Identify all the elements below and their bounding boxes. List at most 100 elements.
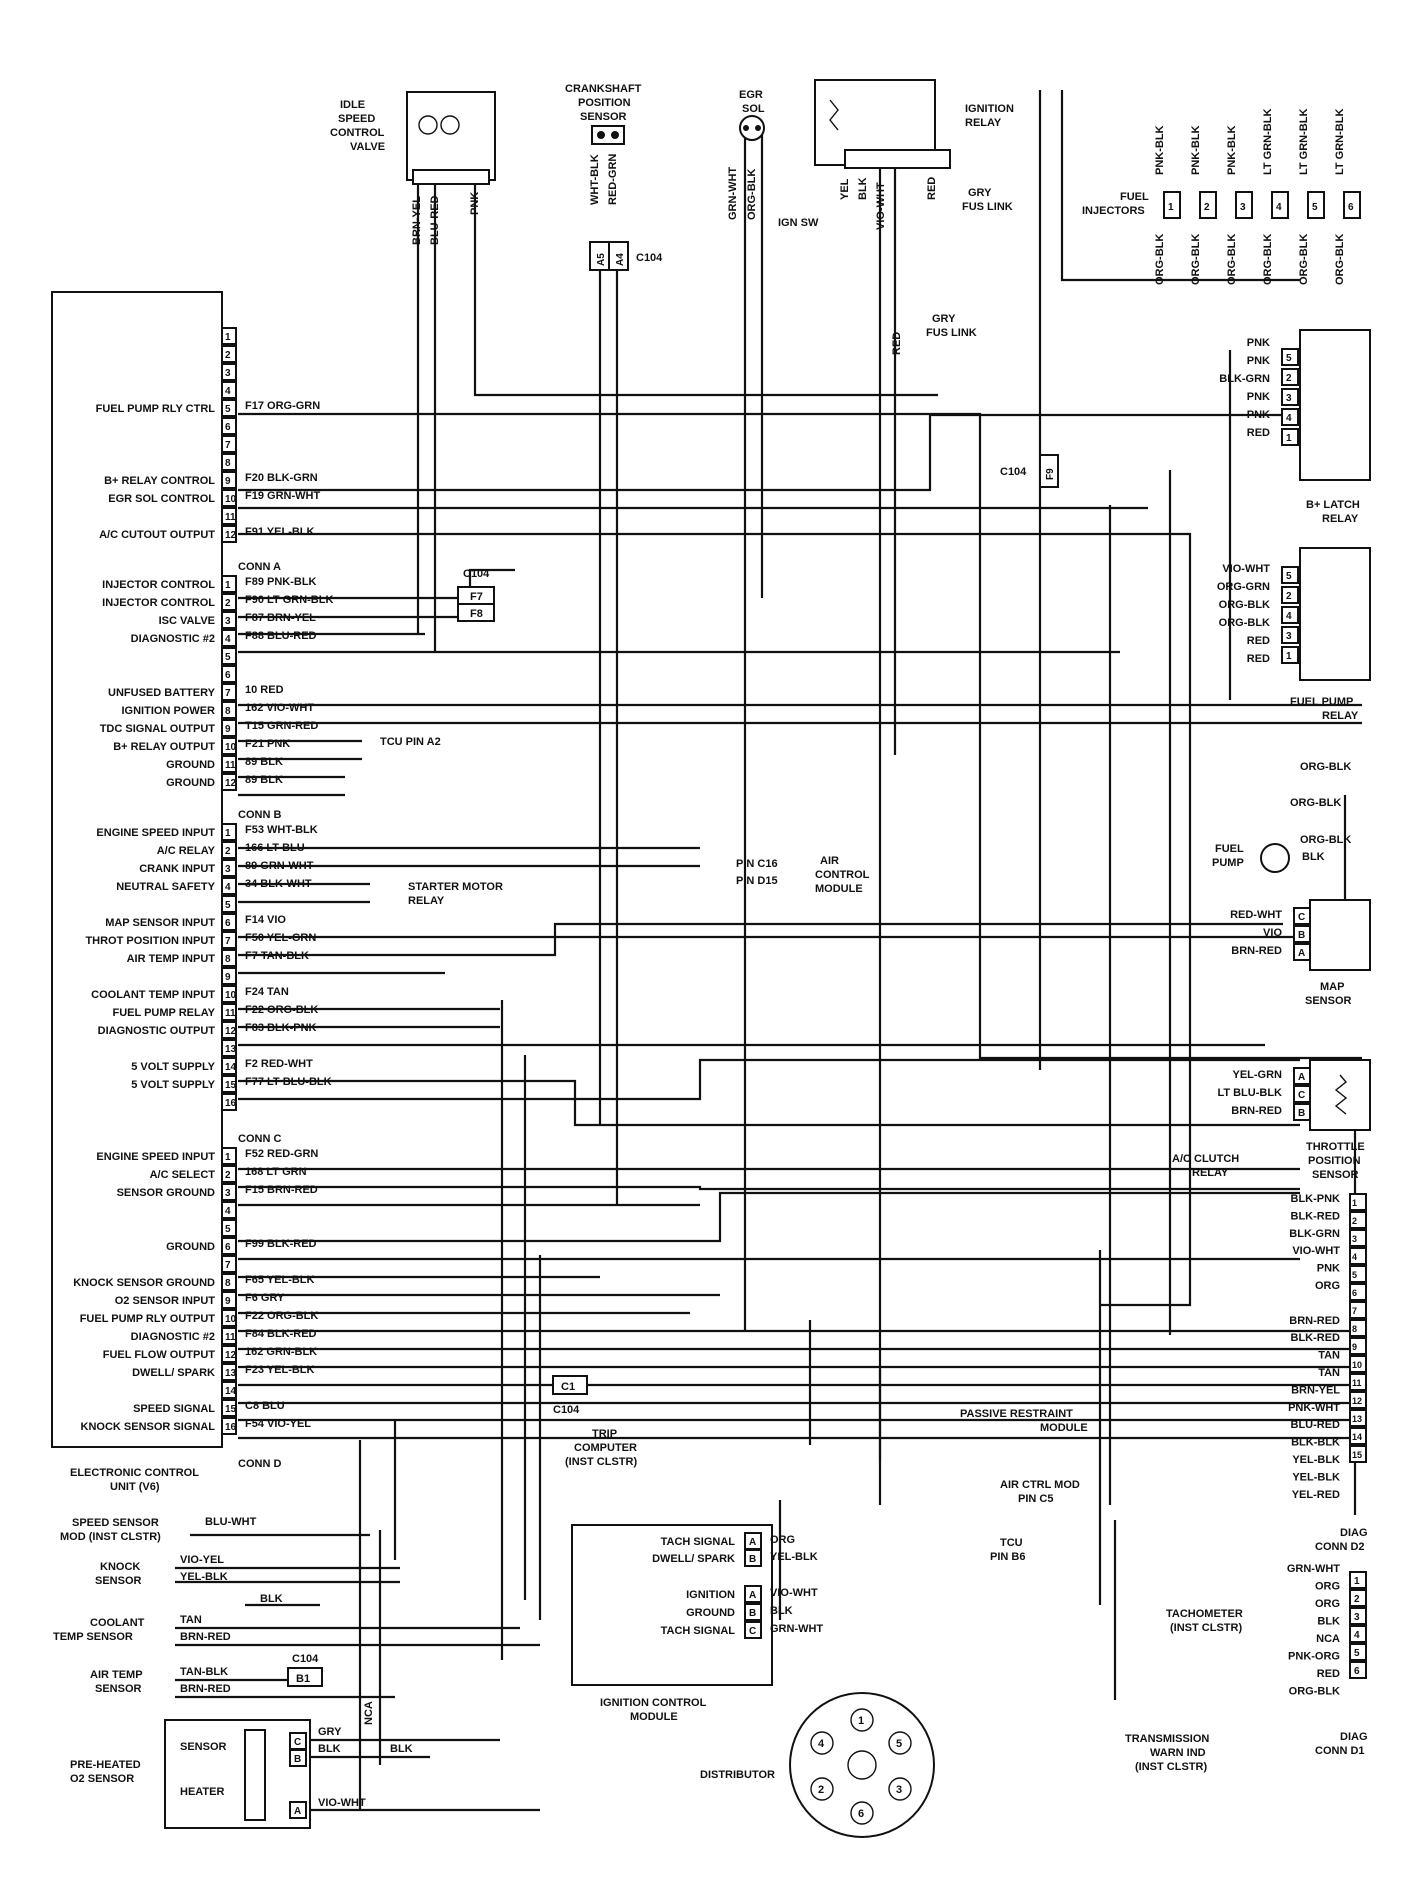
svg-text:PIN C5: PIN C5 [1018, 1493, 1053, 1505]
svg-text:RELAY: RELAY [1322, 513, 1359, 525]
svg-text:TCU PIN A2: TCU PIN A2 [380, 736, 441, 748]
svg-text:TCU: TCU [1000, 1537, 1023, 1549]
icm-pin-box [744, 1603, 762, 1621]
ecu-pin-number: 10 [225, 1314, 237, 1325]
ecu-wire-label: F24 TAN [245, 986, 289, 998]
ecu-pin-box [221, 345, 237, 363]
latch-pin-box [1281, 408, 1299, 426]
d2-pin-number: 6 [1352, 1288, 1357, 1298]
ecu-pin-number: 15 [225, 1080, 237, 1091]
svg-text:PIN C16: PIN C16 [736, 858, 778, 870]
d2-pin-number: 13 [1352, 1414, 1362, 1424]
ecu-pin-number: 3 [225, 368, 231, 379]
ecu-wire-label: F21 PNK [245, 738, 290, 750]
latch-pin-number: 1 [1286, 433, 1292, 444]
ecu-pin-function: B+ RELAY OUTPUT [113, 741, 215, 753]
d2-pin-number: 15 [1352, 1450, 1362, 1460]
svg-text:RED: RED [926, 177, 938, 200]
ecu-pin-function: IGNITION POWER [122, 705, 216, 717]
ecu-pin-number: 7 [225, 936, 231, 947]
ecu-pin-number: 6 [225, 670, 231, 681]
ecu-pin-number: 2 [225, 598, 231, 609]
fp-relay-pin-box [1281, 586, 1299, 604]
svg-text:SENSOR: SENSOR [95, 1575, 142, 1587]
ecu-pin-box [221, 417, 237, 435]
tps-wire-label: LT BLU-BLK [1217, 1087, 1282, 1099]
svg-text:C104: C104 [292, 1653, 319, 1665]
ecu-wire-label: F52 RED-GRN [245, 1148, 318, 1160]
tps-pin-letter: C [1298, 1090, 1305, 1101]
tps-pin-box [1293, 1067, 1311, 1085]
d2-pin-number: 4 [1352, 1252, 1357, 1262]
isc-label: IDLE SPEED CONTROL VALVE [330, 99, 385, 153]
d2-pin-box [1349, 1319, 1367, 1337]
svg-text:WHT-BLK: WHT-BLK [589, 154, 601, 205]
svg-text:COMPUTER: COMPUTER [574, 1442, 637, 1454]
conn-headers: CONN A CONN B CONN C CONN D [238, 561, 281, 1470]
ecu-pin-number: 2 [225, 1170, 231, 1181]
fp-relay-wire-label: ORG-GRN [1217, 581, 1270, 593]
svg-text:BLK: BLK [857, 177, 869, 200]
injector-number: 1 [1168, 202, 1174, 213]
ecu-pin-function: FUEL PUMP RLY CTRL [96, 403, 216, 415]
fp-relay-wire-label: VIO-WHT [1222, 563, 1270, 575]
d2-pin-box [1349, 1211, 1367, 1229]
svg-text:COOLANT: COOLANT [90, 1617, 145, 1629]
ecu-pin-number: 11 [225, 760, 236, 771]
ecu-pin-box [221, 363, 237, 381]
icm-pin-box [744, 1621, 762, 1639]
icm-wire-label: BLK [770, 1605, 793, 1617]
ecu-pin-box [221, 1255, 237, 1273]
d2-pin-box [1349, 1391, 1367, 1409]
ecu-pin-function: O2 SENSOR INPUT [115, 1295, 216, 1307]
fp-relay-pin-number: 2 [1286, 591, 1292, 602]
svg-text:RELAY: RELAY [1322, 710, 1359, 722]
ecu-pin-number: 7 [225, 688, 231, 699]
svg-text:DIAG: DIAG [1340, 1731, 1368, 1743]
d1-wire-label: ORG-BLK [1289, 1686, 1340, 1698]
ecu-pin-box [221, 1165, 237, 1183]
latch-wire-label: PNK [1247, 337, 1270, 349]
distributor-number: 6 [858, 1808, 864, 1820]
crank-sensor: WHT-BLK RED-GRN A5 A4 C104 [589, 125, 663, 271]
ecu-pin-number: 14 [225, 1062, 237, 1073]
d2-wire-label: PNK [1317, 1263, 1340, 1275]
ecu-pin-function: INJECTOR CONTROL [102, 597, 215, 609]
ecu-wire-label: F17 ORG-GRN [245, 400, 320, 412]
latch-wire-label: PNK [1247, 409, 1270, 421]
d2-pin-box [1349, 1229, 1367, 1247]
fp-relay-pin-number: 1 [1286, 651, 1292, 662]
d1-pin-number: 5 [1354, 1648, 1360, 1659]
d2-wire-label: PNK-WHT [1288, 1402, 1340, 1414]
ecu-pin-number: 5 [225, 900, 231, 911]
ecu-pin-function: ISC VALVE [159, 615, 215, 627]
bottom-components: SPEED SENSOR MOD (INST CLSTR) BLU-WHT KN… [53, 1516, 540, 1829]
latch-pin-number: 4 [1286, 413, 1292, 424]
ecu-pin-function: DWELL/ SPARK [132, 1367, 215, 1379]
d2-pin-number: 10 [1352, 1360, 1362, 1370]
d2-wire-label: TAN [1318, 1350, 1340, 1362]
diag-conn-d1: 123456GRN-WHTORGORGBLKNCAPNK-ORGREDORG-B… [1125, 1563, 1368, 1773]
egr-solenoid: EGR SOL GRN-WHT ORG-BLK [727, 89, 765, 220]
ecu-pin-number: 8 [225, 458, 231, 469]
svg-text:CRANKSHAFT: CRANKSHAFT [565, 83, 642, 95]
ecu-pin-function: DIAGNOSTIC OUTPUT [98, 1025, 216, 1037]
ecu-pin-box [221, 1363, 237, 1381]
svg-text:SPEED SENSOR: SPEED SENSOR [72, 1517, 159, 1529]
injector-top-wire: LT GRN-BLK [1262, 109, 1274, 175]
ecu-pin-box [221, 1201, 237, 1219]
ecu-pin-number: 16 [225, 1422, 237, 1433]
svg-text:HEATER: HEATER [180, 1786, 224, 1798]
ecu-pin-box [221, 949, 237, 967]
svg-text:POSITION: POSITION [578, 97, 631, 109]
ecu-wire-label: F20 BLK-GRN [245, 472, 318, 484]
svg-text:O2 SENSOR: O2 SENSOR [70, 1773, 134, 1785]
ecu-pin-number: 10 [225, 990, 237, 1001]
svg-text:VIO-WHT: VIO-WHT [875, 182, 887, 230]
ecu-pin-box [221, 859, 237, 877]
svg-text:F7: F7 [470, 591, 483, 603]
icm-function-label: GROUND [686, 1607, 735, 1619]
fp-relay-wire-label: RED [1247, 653, 1270, 665]
